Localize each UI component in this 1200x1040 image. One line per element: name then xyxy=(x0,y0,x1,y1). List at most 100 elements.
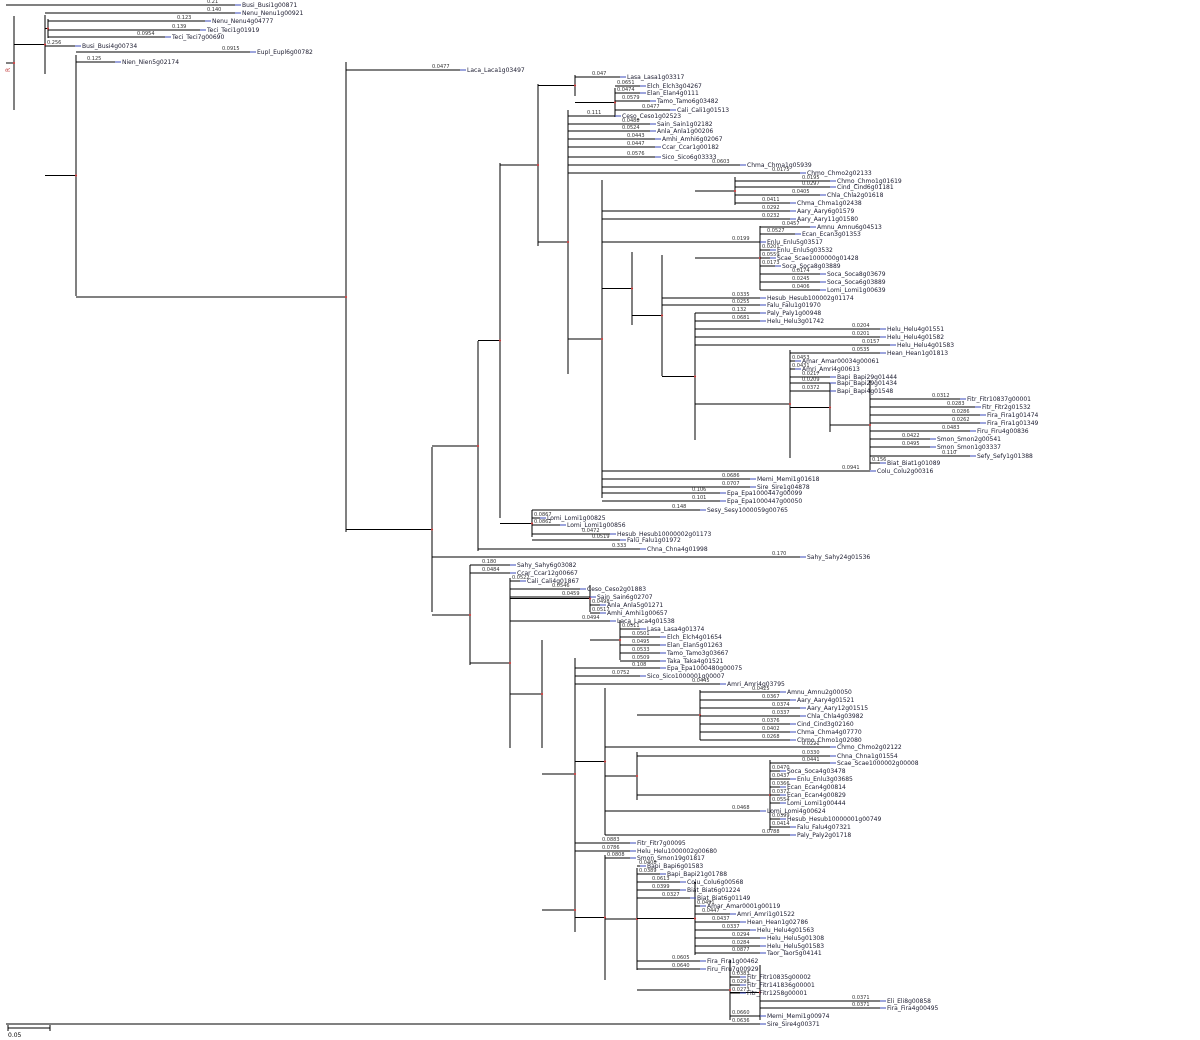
branch-length-label: 0.0491 xyxy=(697,900,715,906)
branch-length-label: 0.0472 xyxy=(582,528,600,534)
branch-length-label: 0.101 xyxy=(692,495,706,501)
leaf-label: Bapi_Bapi6g01583 xyxy=(647,863,703,870)
leaf-label: Elch_Elch3g04267 xyxy=(647,83,702,90)
leaf-label: Aary_Aary4g01521 xyxy=(797,697,854,704)
branch-length-label: 0.0603 xyxy=(712,159,730,165)
branch-length-label: 0.0376 xyxy=(762,718,780,724)
leaf-label: Falu_Falu1g01970 xyxy=(767,302,821,309)
leaf-label: Amnu_Amnu6g04513 xyxy=(817,224,882,231)
node-marker-5 xyxy=(430,528,434,531)
leaf-label: Chla_Chla2g01618 xyxy=(827,192,884,199)
branch-length-label: 0.0517 xyxy=(592,607,610,613)
leaf-label: Sire_Sire4g00371 xyxy=(767,1021,820,1028)
node-marker-16 xyxy=(733,189,737,193)
branch-length-label: 0.0337 xyxy=(772,710,790,716)
leaf-label: Bapi_Bapi21g01788 xyxy=(667,871,727,878)
branch-length-label: 0.0453 xyxy=(792,355,810,361)
node-marker-31 xyxy=(603,916,607,919)
branch-length-label: 0.0337 xyxy=(722,924,740,930)
leaf-label: Enlu_Enlu3g03685 xyxy=(797,776,853,783)
branch-length-label: 0.0613 xyxy=(652,876,670,882)
branch-length-label: 0.0431 xyxy=(792,363,810,369)
leaf-label: Amhi_Amhi6g02067 xyxy=(662,136,723,143)
leaf-label: Biat_Biat6g01149 xyxy=(697,895,751,902)
node-marker-10 xyxy=(613,101,617,104)
branch-length-label: 0.0527 xyxy=(767,228,785,234)
branch-length-label: 0.0576 xyxy=(627,151,645,157)
leaf-label: Elch_Elch4g01654 xyxy=(667,634,722,641)
node-marker-1 xyxy=(43,43,47,46)
branch-length-label: 0.0752 xyxy=(612,670,630,676)
leaf-label: Laca_Laca1g03497 xyxy=(467,67,525,74)
leaf-label: Colu_Colu6g00568 xyxy=(687,879,744,886)
branch-length-label: 0.0488 xyxy=(622,118,640,124)
leaf-label: Hean_Hean1g02786 xyxy=(747,919,808,926)
branch-length-label: 0.0399 xyxy=(652,884,670,890)
branch-length-label: 0.0605 xyxy=(672,955,690,961)
branch-length-label: 0.0681 xyxy=(732,315,750,321)
leaf-label: Aary_Aary12g01515 xyxy=(807,705,868,712)
node-marker-0 xyxy=(12,61,16,65)
node-marker-15 xyxy=(693,375,697,378)
node-marker-35 xyxy=(758,991,762,994)
tree-labels: Busi_Busi1g008710.21Nenu_Nenu1g009210.14… xyxy=(47,0,1039,1028)
leaf-label: Biat_Biat6g01224 xyxy=(687,887,741,894)
leaf-label: Chmo_Chmo1g01619 xyxy=(837,178,902,185)
branch-length-label: 0.0877 xyxy=(732,947,750,953)
leaf-label: Chna_Chna1g01554 xyxy=(837,753,898,760)
branch-length-label: 0.0707 xyxy=(722,481,740,487)
leaf-label: Bapi_Bapi29g01444 xyxy=(837,374,897,381)
branch-length-label: 0.0554 xyxy=(772,797,790,803)
leaf-label: Helu_Helu3g01742 xyxy=(767,318,824,325)
leaf-label: Helu_Helu4g01582 xyxy=(887,334,944,341)
leaf-label: Anla_Anla1g00206 xyxy=(657,128,713,135)
branch-length-label: 0.0437 xyxy=(712,916,730,922)
leaf-label: Elan_Elan4g0111 xyxy=(647,90,699,97)
branch-length-label: 0.148 xyxy=(672,504,686,510)
branch-length-label: 0.0408 xyxy=(639,860,657,866)
leaf-label: Scae_Scae1000000g01428 xyxy=(777,255,859,262)
leaf-label: Sahy_Sahy24g01536 xyxy=(807,554,870,561)
leaf-label: Elan_Elan5g01263 xyxy=(667,642,723,649)
branch-length-label: 0.0468 xyxy=(732,805,750,811)
leaf-label: Busi_Busi1g00871 xyxy=(242,2,297,9)
leaf-label: Ecan_Ecan4g00829 xyxy=(787,792,846,799)
branch-length-label: 0.0406 xyxy=(792,284,810,290)
leaf-label: Scae_Scae1000002g00008 xyxy=(837,760,919,767)
leaf-label: Hesub_Hesub10000002g01173 xyxy=(617,531,711,538)
leaf-label: Paly_Paly1g00948 xyxy=(767,310,821,317)
leaf-label: Chmo_Chmo2g02133 xyxy=(807,170,872,177)
branch-length-label: 0.0651 xyxy=(617,80,635,86)
leaf-label: Fitr_Fitr2g01532 xyxy=(982,404,1031,411)
leaf-label: Sain_Sain1g02182 xyxy=(657,121,713,128)
branch-length-label: 0.0636 xyxy=(732,1018,750,1024)
leaf-label: Helu_Helu4g01563 xyxy=(757,927,814,934)
leaf-label: Anla_Anla5g01271 xyxy=(607,602,663,609)
branch-length-label: 0.0201 xyxy=(852,331,870,337)
leaf-label: Ecan_Ecan3g01353 xyxy=(802,231,861,238)
branch-length-label: 0.0174 xyxy=(792,268,810,274)
node-marker-8 xyxy=(536,163,540,167)
branch-length-label: 0.0477 xyxy=(642,104,660,110)
branch-length-label: 0.0459 xyxy=(562,591,580,597)
node-marker-22 xyxy=(468,613,472,617)
branch-length-label: 0.156 xyxy=(872,457,886,463)
branch-length-label: 0.0245 xyxy=(792,276,810,282)
branch-length-label: 0.0660 xyxy=(732,1010,750,1016)
branch-length-label: 0.0195 xyxy=(802,175,820,181)
leaf-label: Firu_Firu4g00836 xyxy=(977,428,1029,435)
node-marker-21 xyxy=(530,522,534,525)
leaf-label: Nenu_Nenu4g04777 xyxy=(212,18,273,25)
leaf-label: Teci_Teci7g00690 xyxy=(171,34,225,41)
leaf-label: Soca_Soca6g03889 xyxy=(827,279,886,286)
leaf-label: Helu_Helu5g01583 xyxy=(767,943,824,950)
branch-length-label: 0.0209 xyxy=(802,377,820,383)
branch-length-label: 0.0262 xyxy=(952,417,970,423)
branch-length-label: 0.0533 xyxy=(632,647,650,653)
leaf-label: Smon_Smon19g01817 xyxy=(637,855,705,862)
leaf-label: Bapi_Bapi4g01548 xyxy=(837,388,893,395)
leaf-label: Sesy_Sesy1000059g00765 xyxy=(707,507,788,514)
leaf-label: Cind_Cind6g01181 xyxy=(837,184,894,191)
leaf-label: Fira_Fira1g01349 xyxy=(987,420,1039,427)
branch-length-label: 0.0445 xyxy=(692,678,710,684)
